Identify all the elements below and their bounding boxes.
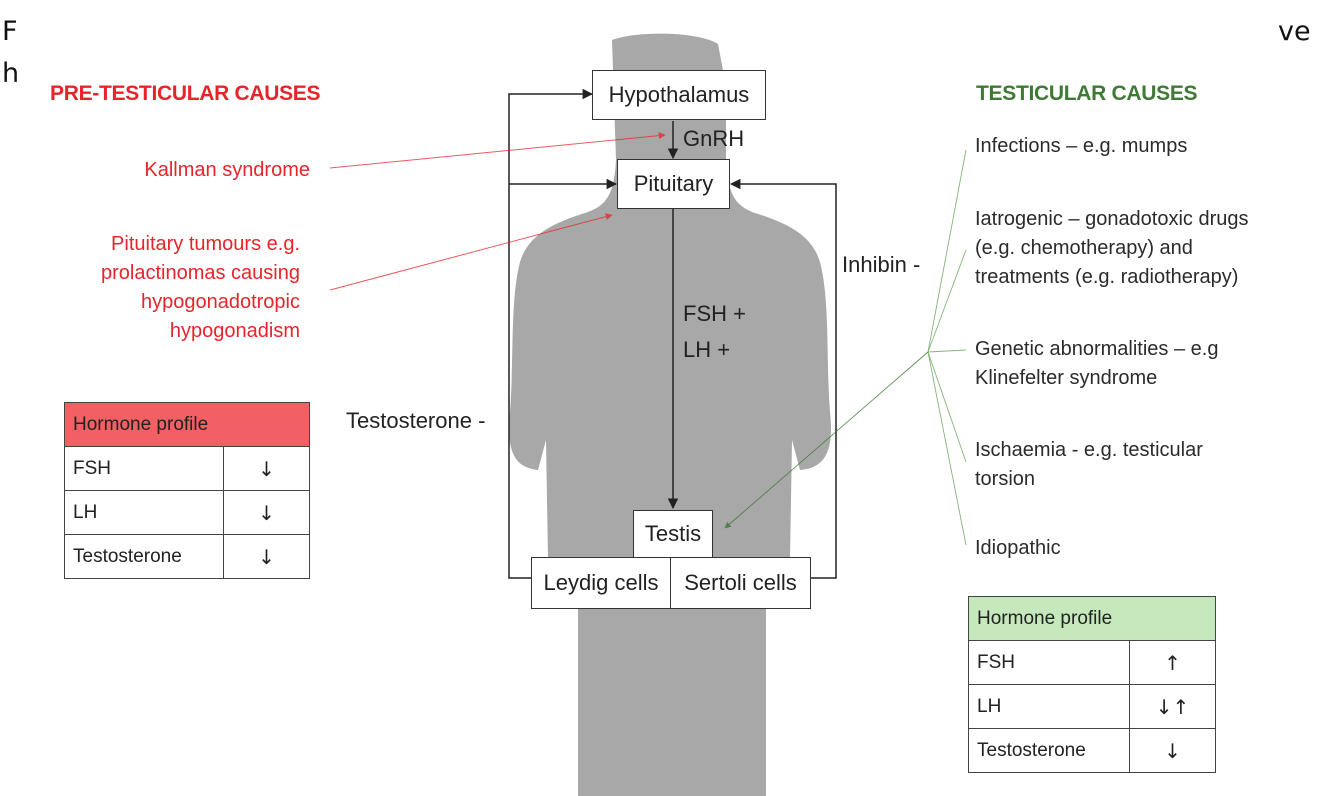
genetic-label: Genetic abnormalities – e.g Klinefelter … (975, 335, 1218, 393)
cause-line: Genetic abnormalities – e.g (975, 335, 1218, 364)
table-header-row: Hormone profile (65, 403, 310, 447)
hormone-cell: Testosterone (969, 729, 1130, 773)
cause-line: Iatrogenic – gonadotoxic drugs (975, 205, 1249, 234)
hormone-cell: FSH (65, 447, 224, 491)
gnrh-label: GnRH (683, 126, 744, 152)
change-cell: ↓↑ (1130, 685, 1216, 729)
cause-line: hypogonadotropic (50, 288, 300, 317)
table-row: FSH ↓ (65, 447, 310, 491)
sertoli-cells-box: Sertoli cells (670, 557, 811, 609)
lh-plus-label: LH + (683, 332, 746, 368)
table-header: Hormone profile (969, 597, 1216, 641)
cause-line: Idiopathic (975, 534, 1061, 563)
change-cell: ↓ (1130, 729, 1216, 773)
cause-line: Infections – e.g. mumps (975, 132, 1187, 161)
cause-line: torsion (975, 465, 1203, 494)
pituitary-box: Pituitary (617, 159, 730, 209)
ischaemia-label: Ischaemia - e.g. testicular torsion (975, 436, 1203, 494)
pituitary-tumours-label: Pituitary tumours e.g. prolactinomas cau… (50, 230, 300, 346)
hormone-cell: FSH (969, 641, 1130, 685)
kallman-syndrome-label: Kallman syndrome (90, 156, 310, 185)
hormone-cell: LH (65, 491, 224, 535)
pre-testicular-hormone-table: Hormone profile FSH ↓ LH ↓ Testosterone … (64, 402, 310, 579)
hormone-cell: Testosterone (65, 535, 224, 579)
fsh-lh-label: FSH + LH + (683, 296, 746, 368)
table-header-row: Hormone profile (969, 597, 1216, 641)
table-row: FSH ↑ (969, 641, 1216, 685)
iatrogenic-label: Iatrogenic – gonadotoxic drugs (e.g. che… (975, 205, 1249, 292)
cause-line: (e.g. chemotherapy) and (975, 234, 1249, 263)
hormone-cell: LH (969, 685, 1130, 729)
table-row: Testosterone ↓ (969, 729, 1216, 773)
table-row: Testosterone ↓ (65, 535, 310, 579)
fsh-plus-label: FSH + (683, 296, 746, 332)
table-header: Hormone profile (65, 403, 310, 447)
change-cell: ↓ (224, 491, 310, 535)
human-silhouette (509, 34, 831, 796)
testosterone-feedback-label: Testosterone - (346, 408, 485, 434)
cause-line: prolactinomas causing (50, 259, 300, 288)
testis-box: Testis (633, 510, 713, 558)
change-cell: ↓ (224, 447, 310, 491)
cause-line: hypogonadism (50, 317, 300, 346)
table-row: LH ↓↑ (969, 685, 1216, 729)
testicular-hormone-table: Hormone profile FSH ↑ LH ↓↑ Testosterone… (968, 596, 1216, 773)
hypothalamus-box: Hypothalamus (592, 70, 766, 120)
cause-line: Pituitary tumours e.g. (50, 230, 300, 259)
inhibin-label: Inhibin - (842, 252, 920, 278)
cause-line: Kallman syndrome (90, 156, 310, 185)
change-cell: ↓ (224, 535, 310, 579)
idiopathic-label: Idiopathic (975, 534, 1061, 563)
cause-line: Ischaemia - e.g. testicular (975, 436, 1203, 465)
testicular-heading: TESTICULAR CAUSES (976, 82, 1197, 106)
cause-line: Klinefelter syndrome (975, 364, 1218, 393)
leydig-cells-box: Leydig cells (531, 557, 671, 609)
pre-testicular-heading: PRE-TESTICULAR CAUSES (50, 82, 320, 106)
cause-line: treatments (e.g. radiotherapy) (975, 263, 1249, 292)
change-cell: ↑ (1130, 641, 1216, 685)
table-row: LH ↓ (65, 491, 310, 535)
infections-label: Infections – e.g. mumps (975, 132, 1187, 161)
